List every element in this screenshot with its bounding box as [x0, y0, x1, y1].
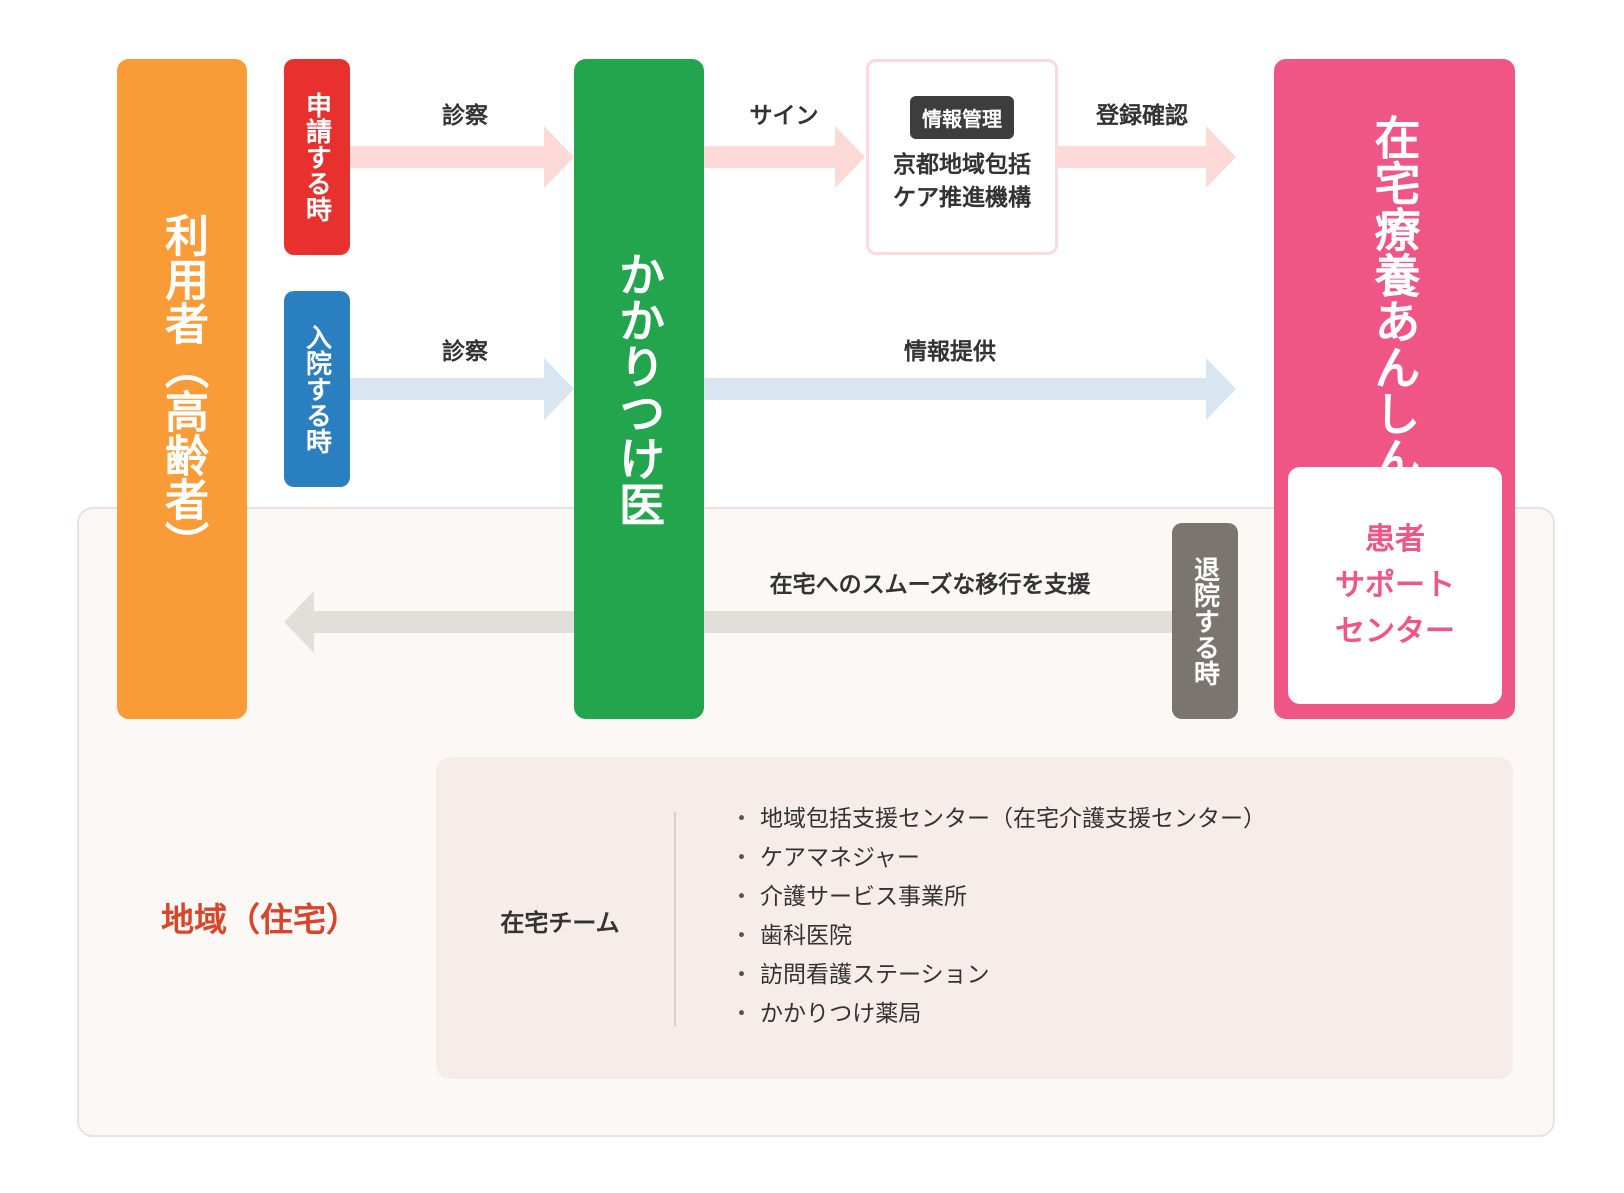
info-management-tag: 情報管理 [910, 96, 1014, 139]
team-member-item: ・介護サービス事業所 [730, 878, 1266, 917]
team-member-label: 介護サービス事業所 [760, 884, 967, 910]
flow-label-exam-admit: 診察 [442, 339, 488, 365]
team-member-item: ・地域包括支援センター（在宅介護支援センター） [730, 800, 1266, 839]
bullet-icon: ・ [730, 923, 753, 949]
hospital-title-wrap: 在宅療養あんしん病院 [1274, 114, 1515, 574]
team-divider [674, 812, 676, 1026]
user-box: 利用者（高齢者） [117, 59, 247, 719]
trigger-apply-label: 申請する時 [301, 92, 332, 222]
bullet-icon: ・ [730, 884, 753, 910]
patient-support-center: 患者 サポート センター [1288, 467, 1502, 704]
arrow-exam-apply [350, 126, 574, 188]
flow-label-sign: サイン [749, 103, 819, 129]
team-member-label: かかりつけ薬局 [760, 1001, 922, 1027]
hospital-label: 在宅療養あんしん病院 [1367, 114, 1422, 574]
team-member-item: ・ケアマネジャー [730, 839, 1266, 878]
arrow-transition [284, 591, 1172, 653]
team-label: 在宅チーム [500, 909, 620, 937]
team-member-label: ケアマネジャー [760, 845, 920, 871]
flow-label-exam-apply: 診察 [442, 103, 488, 129]
doctor-label: かかりつけ医 [612, 251, 666, 527]
arrow-info [704, 358, 1236, 420]
team-member-item: ・訪問看護ステーション [730, 956, 1266, 995]
kyoto-organization-box: 情報管理 京都地域包括 ケア推進機構 [866, 59, 1058, 255]
region-label: 地域（住宅） [161, 900, 359, 939]
trigger-apply: 申請する時 [284, 59, 350, 255]
team-member-list: ・地域包括支援センター（在宅介護支援センター）・ケアマネジャー・介護サービス事業… [730, 800, 1266, 1034]
trigger-discharge-label: 退院する時 [1189, 556, 1220, 686]
team-member-label: 地域包括支援センター（在宅介護支援センター） [760, 806, 1266, 832]
home-team-panel [436, 757, 1513, 1079]
team-member-item: ・歯科医院 [730, 917, 1266, 956]
trigger-discharge: 退院する時 [1172, 523, 1238, 719]
team-member-label: 訪問看護ステーション [760, 962, 990, 988]
arrow-confirm [1058, 126, 1236, 188]
bullet-icon: ・ [730, 845, 753, 871]
arrow-exam-admit [350, 358, 574, 420]
bullet-icon: ・ [730, 962, 753, 988]
arrow-sign [704, 126, 865, 188]
hospital-box: 在宅療養あんしん病院 患者 サポート センター [1274, 59, 1515, 719]
kyoto-organization-name: 京都地域包括 ケア推進機構 [893, 152, 1031, 211]
flow-label-info: 情報提供 [904, 339, 996, 365]
family-doctor-box: かかりつけ医 [574, 59, 704, 719]
team-member-item: ・かかりつけ薬局 [730, 995, 1266, 1034]
trigger-admit: 入院する時 [284, 291, 350, 487]
flow-label-transition: 在宅へのスムーズな移行を支援 [769, 572, 1091, 598]
bullet-icon: ・ [730, 1001, 753, 1027]
trigger-admit-label: 入院する時 [301, 324, 332, 454]
bullet-icon: ・ [730, 806, 753, 832]
team-member-label: 歯科医院 [760, 923, 852, 949]
flow-label-confirm: 登録確認 [1096, 103, 1188, 129]
user-label: 利用者（高齢者） [157, 213, 208, 565]
patient-support-center-label: 患者 サポート センター [1335, 521, 1455, 649]
